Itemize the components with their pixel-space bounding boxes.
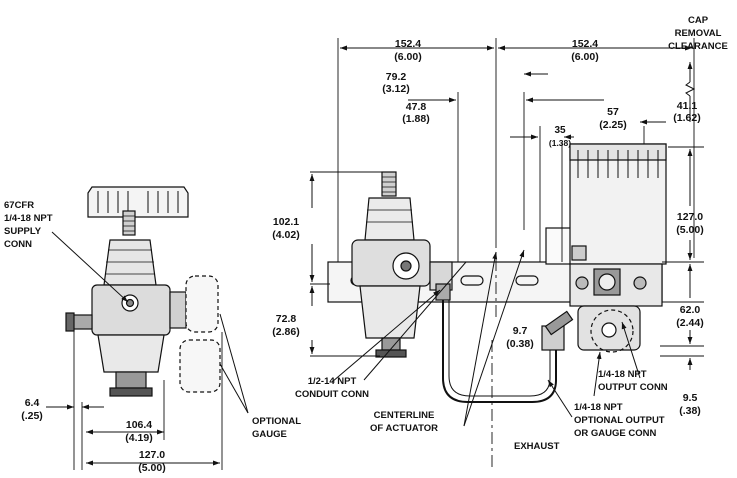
label-exhaust: EXHAUST	[514, 441, 560, 452]
dim-102: 102.1(4.02)	[272, 216, 299, 241]
dim-127-vertical: 127.0(5.00)	[676, 211, 703, 236]
dim-57: 57(2.25)	[599, 106, 626, 131]
side-view-dimension-lines	[46, 231, 249, 466]
dim-62: 62.0(2.44)	[676, 304, 703, 329]
dim-79: 79.2(3.12)	[382, 71, 409, 95]
dim-47: 47.8(1.88)	[402, 101, 429, 125]
dim-72: 72.8(2.86)	[272, 313, 299, 338]
dim-9-7: 9.7(0.38)	[506, 325, 533, 350]
dim-152-left: 152.4(6.00)	[394, 38, 421, 63]
dim-9-5: 9.5(.38)	[679, 392, 701, 417]
side-view-regulator	[65, 186, 221, 397]
dim-6-4: 6.4(.25)	[21, 397, 43, 422]
dim-127-horizontal: 127.0(5.00)	[138, 449, 165, 473]
dim-106: 106.4(4.19)	[125, 419, 152, 444]
dim-152-right: 152.4(6.00)	[571, 38, 598, 63]
dim-35: 35(1.38)	[549, 125, 571, 148]
dim-41: 41.1(1.62)	[673, 100, 700, 124]
dimension-texts: 152.4(6.00) 152.4(6.00) 79.2(3.12) 47.8(…	[21, 38, 704, 474]
front-view-dimension-lines	[309, 45, 696, 427]
front-view-assembly	[327, 143, 667, 403]
